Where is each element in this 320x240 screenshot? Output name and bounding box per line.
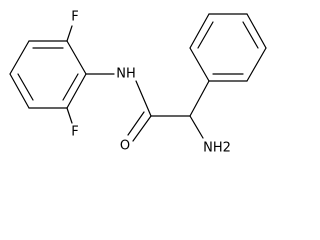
bond-alpha-phenyl: [189, 80, 210, 117]
bond-ring2-b: [189, 13, 210, 49]
double-bond-ring2-a: [197, 21, 214, 49]
bond-c-f-top: [66, 25, 73, 42]
bond-ring2-d: [246, 13, 267, 49]
difluorophenyl-ring: [9, 40, 87, 109]
bond-ring2-a: [189, 47, 210, 82]
atom-label-fluorine-top: F: [71, 10, 78, 25]
bond-c-f-bottom: [66, 107, 73, 124]
bond-alpha-nh2: [189, 115, 204, 139]
bond-ring1-e: [9, 40, 30, 75]
bond-ring1-b: [66, 73, 87, 109]
bond-ring2-e: [246, 47, 267, 82]
bond-ring1-d: [9, 73, 30, 109]
phenyl-ring: [189, 13, 267, 82]
atom-label-amine: NH2: [203, 141, 231, 156]
atom-label-fluorine-bottom: F: [71, 125, 78, 140]
bond-carbonyl-o-2: [127, 111, 145, 136]
bond-nh-carbonyl: [135, 80, 152, 117]
bond-carbonyl-o-1: [132, 115, 152, 142]
double-bond-ring1-b: [17, 73, 34, 101]
double-bond-ring2-b: [242, 21, 259, 49]
bond-ring1-a: [66, 40, 87, 75]
atom-label-amide-nh: NH: [116, 67, 136, 82]
chemical-structure: F F NH O NH2: [9, 10, 267, 156]
double-bond-ring1-a: [62, 73, 79, 101]
atom-label-carbonyl-o: O: [120, 139, 130, 154]
